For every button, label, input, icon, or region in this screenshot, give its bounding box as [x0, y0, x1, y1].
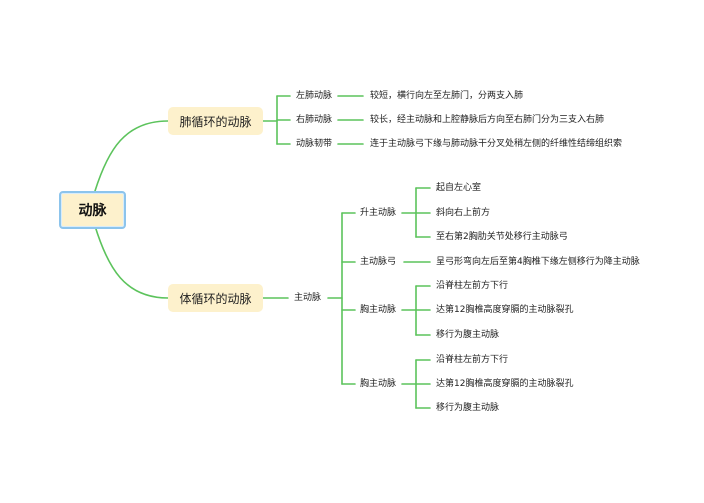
connector-root-systemic [94, 225, 169, 299]
left-pulmonary-artery-node[interactable]: 左肺动脉 [296, 91, 333, 101]
thoracic-aorta-node-2[interactable]: 胸主动脉 [360, 379, 397, 389]
thoracic-aorta-2-detail-1[interactable]: 沿脊柱左前方下行 [436, 355, 509, 365]
thoracic-aorta-2-detail-2[interactable]: 达第12胸椎高度穿膈的主动脉裂孔 [436, 379, 574, 389]
thoracic-aorta-2-detail-3[interactable]: 移行为腹主动脉 [436, 403, 500, 413]
ascending-aorta-detail-1[interactable]: 起自左心室 [436, 183, 482, 193]
arterial-ligament-node[interactable]: 动脉韧带 [296, 139, 333, 149]
left-pulmonary-artery-desc[interactable]: 较短，横行向左至左肺门，分两支入肺 [370, 91, 524, 101]
ascending-aorta-detail-3[interactable]: 至右第2胸肋关节处移行主动脉弓 [436, 232, 568, 242]
ascending-aorta-node[interactable]: 升主动脉 [360, 208, 397, 218]
connector-root-pulmonary [94, 120, 169, 192]
thoracic-aorta-detail-3[interactable]: 移行为腹主动脉 [436, 330, 500, 340]
thoracic-aorta-node[interactable]: 胸主动脉 [360, 305, 397, 315]
arterial-ligament-desc[interactable]: 连于主动脉弓下缘与肺动脉干分叉处稍左侧的纤维性结缔组织索 [370, 139, 623, 149]
right-pulmonary-artery-node[interactable]: 右肺动脉 [296, 115, 333, 125]
thoracic-aorta-detail-1[interactable]: 沿脊柱左前方下行 [436, 281, 509, 291]
root-node[interactable]: 动脉 [59, 191, 126, 229]
thoracic-aorta-detail-2[interactable]: 达第12胸椎高度穿膈的主动脉裂孔 [436, 305, 574, 315]
right-pulmonary-artery-desc[interactable]: 较长，经主动脉和上腔静脉后方向至右肺门分为三支入右肺 [370, 115, 605, 125]
systemic-arteries-node[interactable]: 体循环的动脉 [168, 284, 263, 312]
ascending-aorta-detail-2[interactable]: 斜向右上前方 [436, 208, 491, 218]
aortic-arch-detail[interactable]: 呈弓形弯向左后至第4胸椎下缘左侧移行为降主动脉 [436, 257, 640, 267]
aortic-arch-node[interactable]: 主动脉弓 [360, 257, 397, 267]
aorta-node[interactable]: 主动脉 [294, 293, 322, 303]
pulmonary-arteries-node[interactable]: 肺循环的动脉 [168, 107, 263, 135]
